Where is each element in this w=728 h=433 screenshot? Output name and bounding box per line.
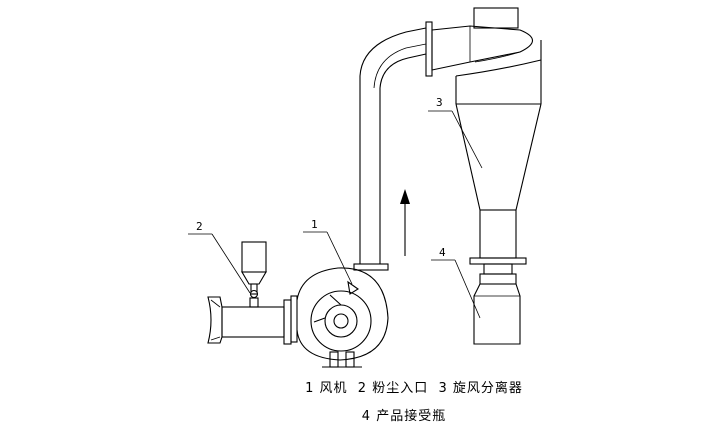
callout-number-1: 1 <box>311 218 318 231</box>
inlet-horn <box>207 296 223 344</box>
dust-inlet-hopper <box>241 241 267 308</box>
callout-1: 1 <box>303 218 353 285</box>
callout-3: 3 <box>428 96 483 169</box>
callout-number-3: 3 <box>436 96 443 109</box>
legend-caption-line-2: 4 产品接受瓶 <box>361 409 447 424</box>
receiving-bottle <box>473 263 521 345</box>
airflow-arrow <box>400 189 410 256</box>
callout-4: 4 <box>431 246 481 319</box>
callout-number-2: 2 <box>196 220 203 233</box>
callout-number-4: 4 <box>439 246 446 259</box>
fan <box>290 267 389 368</box>
outlet-pipe <box>353 21 433 271</box>
cyclone-separator <box>431 7 542 265</box>
callout-2: 2 <box>188 220 251 294</box>
legend-caption-line-1: 1 风机 2 粉尘入口 3 旋风分离器 <box>305 381 523 396</box>
